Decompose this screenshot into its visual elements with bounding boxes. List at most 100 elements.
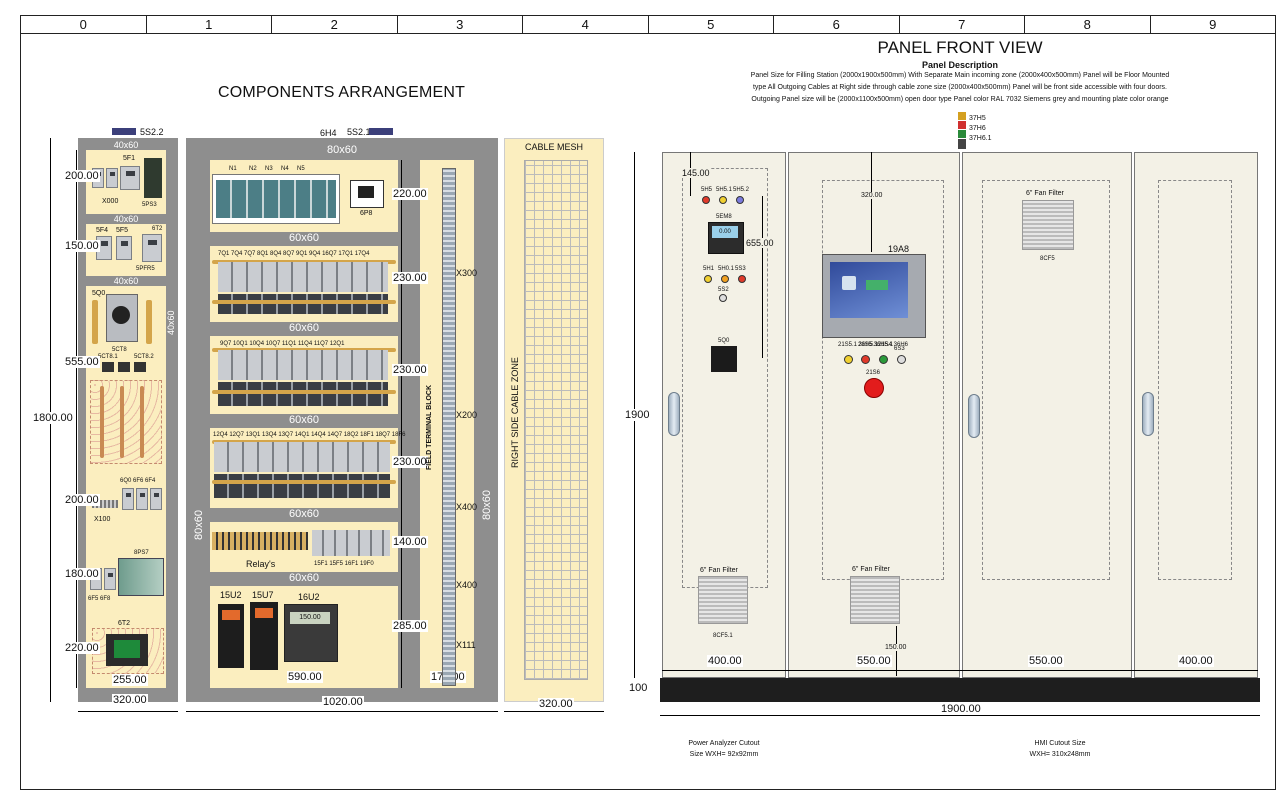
breaker-row	[218, 262, 388, 292]
breaker-row	[214, 442, 390, 472]
contactor-row	[218, 294, 388, 314]
hmi-tank-icon	[842, 276, 856, 290]
drive-label: 15U2	[220, 590, 242, 600]
dim-655: 655.00	[746, 238, 774, 248]
dim-590: 590.00	[287, 671, 323, 683]
switch-icon	[112, 128, 136, 135]
dimension-line	[401, 160, 402, 688]
isolator-label: 5Q0	[718, 338, 730, 344]
row1-labels: 7Q1 7Q4 7Q7 8Q1 8Q4 8Q7 9Q1 9Q4 16Q7 17Q…	[218, 251, 370, 257]
dimension-line	[662, 670, 1258, 671]
note-hmi-cutout: HMI Cutout Size	[1034, 740, 1086, 747]
contactor-row	[218, 382, 388, 406]
dimension-line	[762, 196, 763, 358]
tower-label: 37H5	[969, 115, 986, 122]
vfd-display	[222, 610, 240, 620]
terminal-x111: X111	[456, 640, 476, 650]
dim-230b: 230.00	[392, 364, 428, 376]
lamp-label: 5H1	[703, 266, 715, 272]
fan-filter-tag: 8CF5	[1040, 256, 1055, 262]
indicator-lamp-yellow	[704, 275, 712, 283]
emergency-stop-icon	[864, 378, 884, 398]
fan-filter	[698, 576, 748, 624]
lamp-label: 5H5.2	[733, 187, 750, 193]
front-view-title: PANEL FRONT VIEW	[877, 38, 1043, 57]
plc-label-n3: N3	[265, 166, 273, 172]
duct-80x60-top: 80x60	[186, 140, 498, 160]
door-handle[interactable]	[968, 394, 980, 438]
tag-5s2-2: 5S2.2	[140, 127, 164, 137]
power-analyzer-display: 0.00	[712, 226, 738, 238]
row4-labels: 15F1 15F5 16F1 19F0	[314, 561, 374, 567]
fan-filter-label: 6" Fan Filter	[852, 566, 890, 573]
fan-filter-tag: 8CF5.1	[713, 633, 733, 639]
mounting-outline	[822, 180, 944, 580]
dim-200a: 200.00	[64, 170, 100, 182]
note-power-analyzer: Power Analyzer Cutout	[688, 740, 760, 747]
fan-filter-label: 6" Fan Filter	[1026, 190, 1064, 197]
ruler-cell: 4	[523, 16, 649, 33]
label-5f5: 5F5	[116, 227, 129, 234]
indicator-lamp-orange	[721, 275, 729, 283]
dim-145: 145.00	[682, 168, 710, 178]
ct-block	[118, 362, 130, 372]
ruler-cell: 9	[1209, 17, 1217, 32]
socket-outlet	[350, 180, 384, 208]
tower-label: 37H6.1	[969, 135, 992, 142]
relay-strip	[212, 532, 308, 550]
mounting-outline	[982, 180, 1110, 580]
dim-150-door: 150.00	[885, 644, 907, 651]
plc-label-n5: N5	[297, 166, 305, 172]
pb-label: 21S5 36H5.1	[858, 342, 894, 348]
pushbutton-yellow	[844, 355, 853, 364]
ruler-cell: 2	[272, 16, 398, 33]
ct-block	[134, 362, 146, 372]
dim-230a: 230.00	[392, 272, 428, 284]
hmi-screen	[830, 262, 908, 318]
column-ruler: 0 1 2 3 4 5 6 7 8 9	[20, 15, 1276, 34]
ct-block	[102, 362, 114, 372]
duct-60x60: 60x60	[210, 508, 398, 522]
duct-60x60: 60x60	[210, 232, 398, 246]
hmi-pipe-icon	[866, 280, 888, 290]
terminal-rail	[92, 300, 98, 344]
terminal-x400a: X400	[456, 502, 478, 512]
panel-description-heading: Panel Description	[921, 60, 999, 70]
hmi-label: 19A8	[888, 244, 910, 254]
dimension-line	[896, 626, 897, 676]
duct-80x60-left: 80x60	[193, 510, 205, 540]
breaker	[104, 568, 116, 590]
door-cable-zone	[1134, 152, 1258, 678]
tower-light-red	[958, 121, 966, 129]
label-5ct8-1: 5CT8.1	[98, 354, 118, 360]
dim-285: 285.00	[392, 620, 428, 632]
label-6p8: 6P8	[360, 210, 373, 217]
tower-light-yellow	[958, 112, 966, 120]
label-5f1: 5F1	[123, 155, 136, 162]
drive-label: 16U2	[298, 592, 320, 602]
door-handle[interactable]	[668, 392, 680, 436]
power-supply	[144, 158, 162, 198]
breaker	[136, 488, 148, 510]
label-6t2: 6T2	[118, 620, 131, 627]
plc-label-n4: N4	[281, 166, 289, 172]
dim-230c: 230.00	[392, 456, 428, 468]
breaker-row	[218, 350, 388, 380]
busbar	[120, 386, 124, 458]
row2-labels: 9Q7 10Q1 10Q4 10Q7 11Q1 11Q4 11Q7 12Q1	[220, 341, 345, 347]
fan-filter-label: 6" Fan Filter	[700, 567, 738, 574]
terminal-x300: X300	[456, 268, 478, 278]
door-handle[interactable]	[1142, 392, 1154, 436]
relay	[142, 234, 162, 262]
label-5q0: 5Q0	[92, 290, 106, 297]
lamp-label: 5S3	[735, 266, 746, 272]
dim-1900-total: 1900.00	[940, 703, 982, 715]
label-6q0: 6Q0 6F6 6F4	[120, 478, 156, 484]
dim-1020: 1020.00	[322, 696, 364, 708]
tower-label: 37H6	[969, 125, 986, 132]
label-8ps7: 8PS7	[134, 550, 149, 556]
plc-modules	[216, 180, 336, 218]
drive-label: 15U7	[252, 590, 274, 600]
dim-555: 555.00	[64, 356, 100, 368]
pb-label: 6S3	[894, 346, 905, 352]
